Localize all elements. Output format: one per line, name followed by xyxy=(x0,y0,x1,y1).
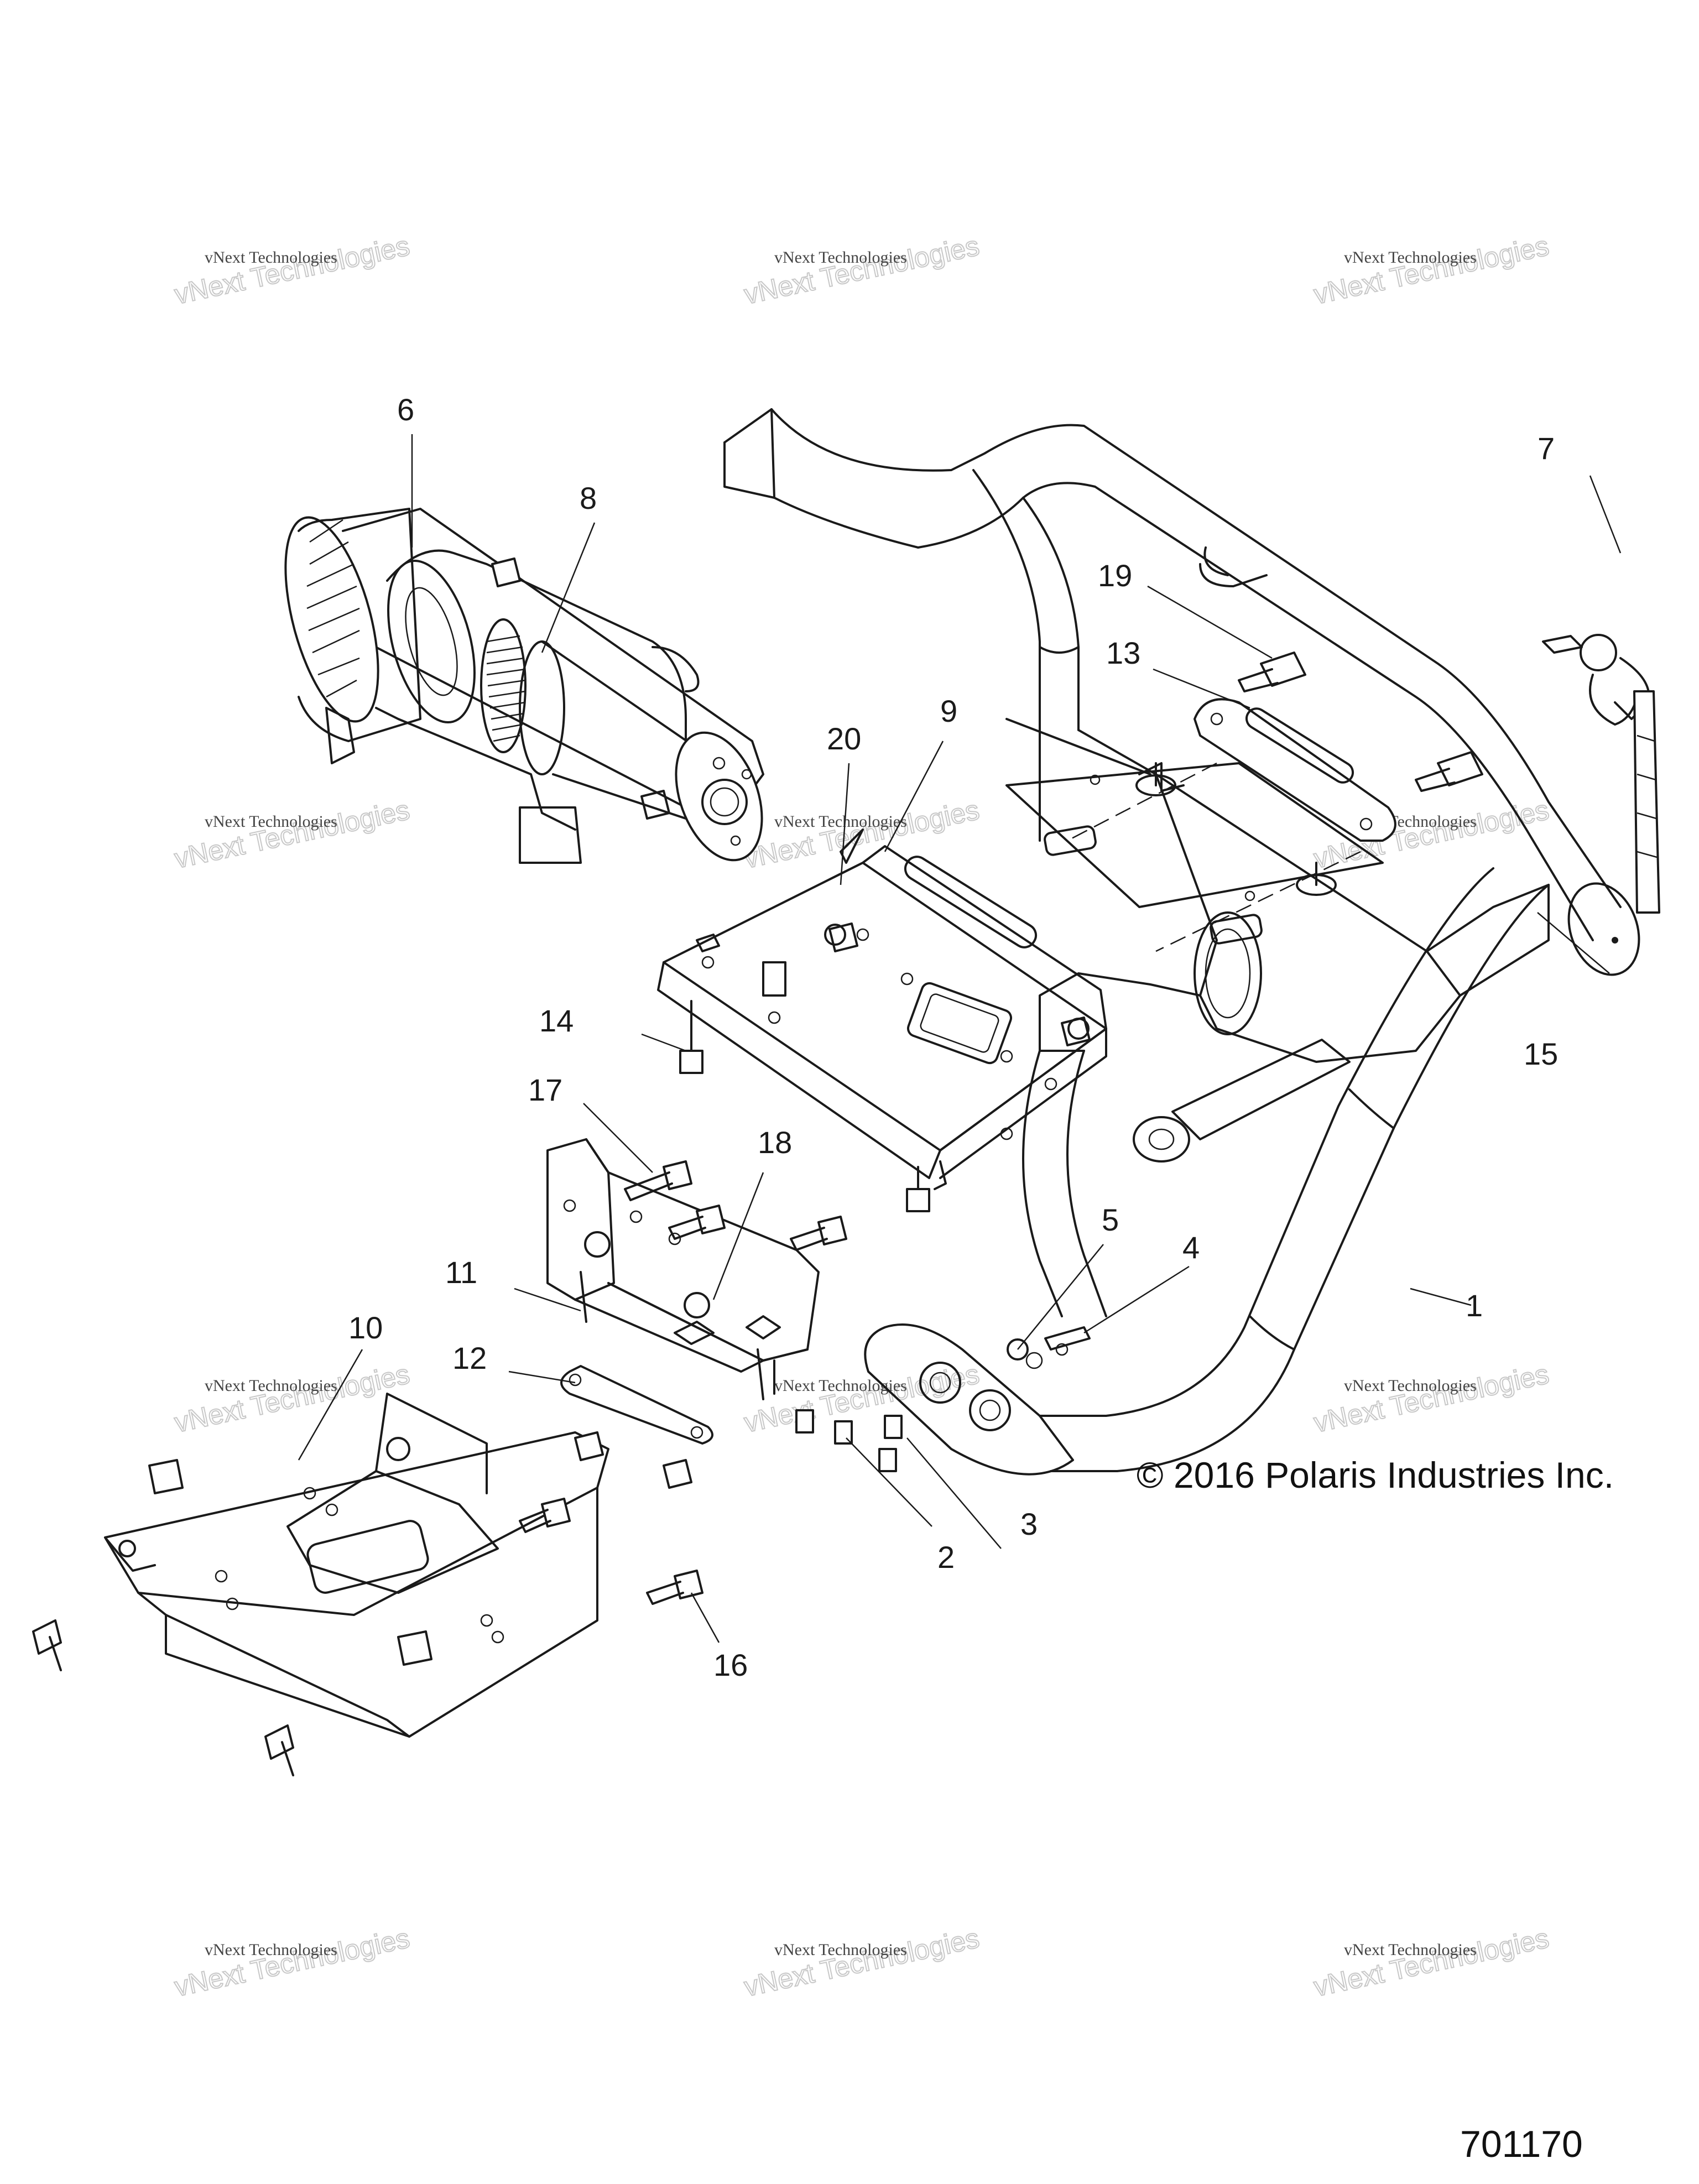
callout-10: 10 xyxy=(348,1310,383,1345)
document-number: 701170 xyxy=(1460,2123,1583,2165)
watermark: vNext Technologies vNext Technologies xyxy=(741,1358,983,1439)
svg-text:vNext Technologies: vNext Technologies xyxy=(1344,1377,1477,1395)
watermark: vNext Technologies vNext Technologies xyxy=(1311,1922,1552,2003)
leader-lines xyxy=(298,434,1622,1643)
winch-hook-part xyxy=(1542,634,1660,914)
winch-part xyxy=(284,508,764,864)
callout-16: 16 xyxy=(713,1648,748,1682)
bumper-frame-part xyxy=(723,408,1640,1476)
svg-text:vNext Technologies: vNext Technologies xyxy=(742,230,982,310)
callout-8: 8 xyxy=(580,481,597,515)
svg-text:vNext Technologies: vNext Technologies xyxy=(172,1922,413,2003)
svg-text:vNext Technologies: vNext Technologies xyxy=(774,248,907,267)
watermark: vNext Technologies vNext Technologies xyxy=(171,794,413,875)
mount-bracket-part xyxy=(546,1138,820,1400)
callout-20: 20 xyxy=(827,721,861,756)
callout-7: 7 xyxy=(1538,431,1555,466)
callout-17: 17 xyxy=(528,1072,562,1107)
svg-text:vNext Technologies: vNext Technologies xyxy=(1311,1922,1552,2003)
hardware-parts xyxy=(32,557,1091,1776)
fairlead-part xyxy=(1067,698,1396,952)
callout-12: 12 xyxy=(452,1341,487,1375)
svg-text:vNext Technologies: vNext Technologies xyxy=(172,1358,413,1438)
callout-19: 19 xyxy=(1098,558,1132,593)
svg-text:vNext Technologies: vNext Technologies xyxy=(774,812,907,831)
winch-mount-plate-part xyxy=(657,828,1107,1190)
skid-plate-part xyxy=(104,1393,609,1738)
callout-14: 14 xyxy=(539,1003,574,1038)
svg-text:vNext Technologies: vNext Technologies xyxy=(172,230,413,310)
svg-text:vNext Technologies: vNext Technologies xyxy=(205,812,337,831)
watermark: vNext Technologies vNext Technologies xyxy=(741,230,983,311)
watermark: vNext Technologies vNext Technologies xyxy=(1311,230,1552,311)
svg-text:vNext Technologies: vNext Technologies xyxy=(172,794,413,874)
copyright-text: © 2016 Polaris Industries Inc. xyxy=(1137,1455,1614,1495)
svg-text:vNext Technologies: vNext Technologies xyxy=(774,1377,907,1395)
svg-text:vNext Technologies: vNext Technologies xyxy=(742,1922,982,2003)
link-plate-part xyxy=(560,1365,713,1445)
callout-6: 6 xyxy=(397,392,414,427)
svg-text:vNext Technologies: vNext Technologies xyxy=(1344,1941,1477,1959)
svg-text:vNext Technologies: vNext Technologies xyxy=(205,1377,337,1395)
watermark: vNext Technologies vNext Technologies xyxy=(171,1922,413,2003)
winch-drum xyxy=(480,618,565,775)
svg-text:vNext Technologies: vNext Technologies xyxy=(205,1941,337,1959)
callout-4: 4 xyxy=(1182,1230,1200,1265)
callout-15: 15 xyxy=(1524,1036,1558,1071)
callout-labels: 1 2 3 4 5 6 7 8 9 10 11 12 13 14 15 16 1… xyxy=(348,392,1558,1682)
watermark: vNext Technologies vNext Technologies xyxy=(1311,1358,1552,1439)
svg-text:vNext Technologies: vNext Technologies xyxy=(1344,248,1477,267)
callout-2: 2 xyxy=(937,1540,955,1575)
watermark: vNext Technologies vNext Technologies xyxy=(741,1922,983,2003)
watermark: vNext Technologies vNext Technologies xyxy=(171,230,413,311)
watermark: vNext Technologies vNext Technologies xyxy=(171,1358,413,1439)
callout-18: 18 xyxy=(758,1125,792,1160)
callout-1: 1 xyxy=(1466,1288,1483,1323)
callout-5: 5 xyxy=(1102,1202,1119,1237)
callout-11: 11 xyxy=(445,1255,477,1290)
callout-13: 13 xyxy=(1106,635,1140,670)
bolt-19-part xyxy=(1238,651,1483,792)
callout-9: 9 xyxy=(940,694,957,728)
svg-text:vNext Technologies: vNext Technologies xyxy=(742,1358,982,1438)
svg-text:vNext Technologies: vNext Technologies xyxy=(774,1941,907,1959)
svg-text:vNext Technologies: vNext Technologies xyxy=(1311,230,1552,310)
svg-text:vNext Technologies: vNext Technologies xyxy=(205,248,337,267)
svg-text:vNext Technologies: vNext Technologies xyxy=(1311,1358,1552,1438)
callout-3: 3 xyxy=(1020,1507,1038,1541)
